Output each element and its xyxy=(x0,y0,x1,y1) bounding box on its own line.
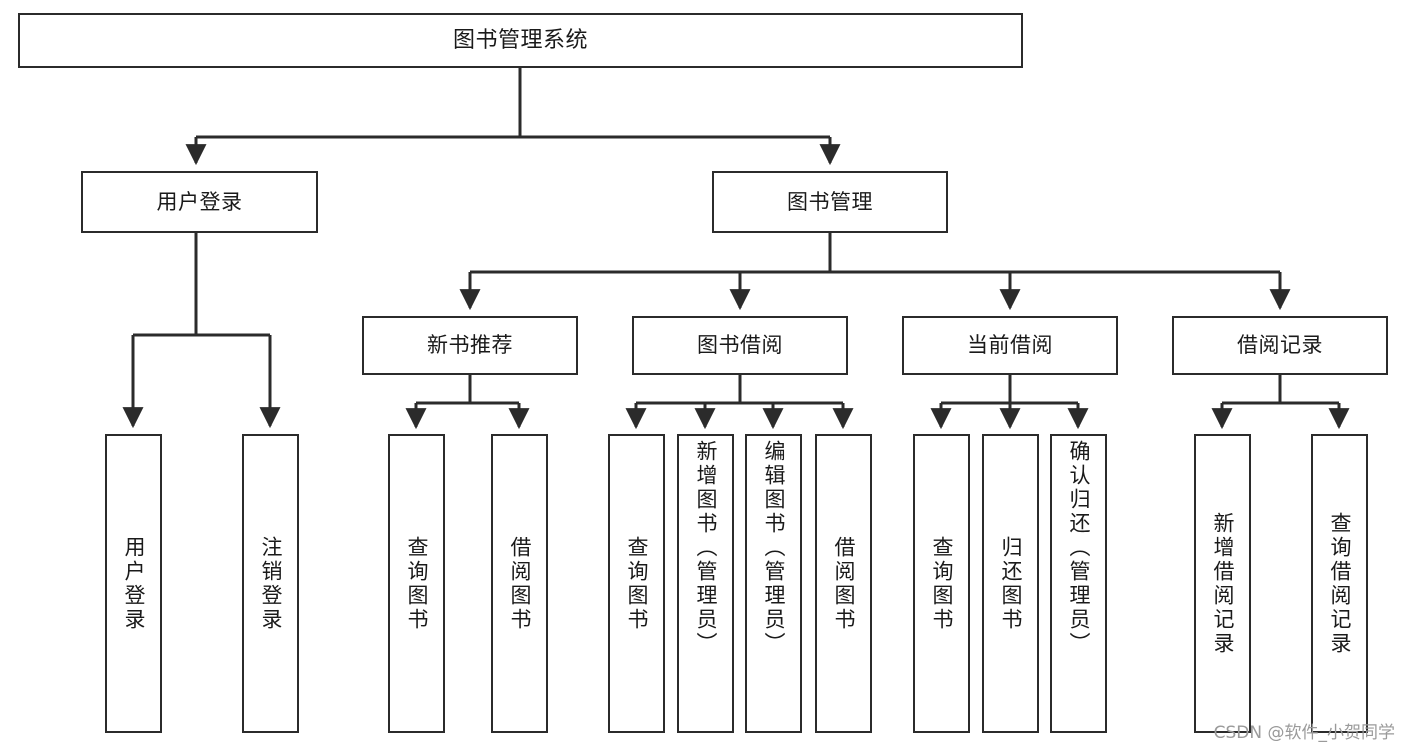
node-leaf-query-book-2-label: 查询图书 xyxy=(625,535,649,632)
node-leaf-confirm-return-label: 确认归还（管理员） xyxy=(1067,440,1091,656)
node-leaf-edit-book[interactable]: 编辑图书（管理员） xyxy=(745,434,802,733)
node-leaf-borrow-book-1[interactable]: 借阅图书 xyxy=(491,434,548,733)
watermark-text: CSDN @软件_小贺同学 xyxy=(1213,723,1395,743)
node-leaf-logout-login[interactable]: 注销登录 xyxy=(242,434,299,733)
node-leaf-borrow-book-2[interactable]: 借阅图书 xyxy=(815,434,872,733)
node-leaf-query-book-3[interactable]: 查询图书 xyxy=(913,434,970,733)
node-leaf-logout-login-label: 注销登录 xyxy=(259,535,283,632)
node-leaf-query-record[interactable]: 查询借阅记录 xyxy=(1311,434,1368,733)
node-user-login-label: 用户登录 xyxy=(156,189,243,214)
node-book-borrow[interactable]: 图书借阅 xyxy=(632,316,848,375)
node-borrow-record[interactable]: 借阅记录 xyxy=(1172,316,1388,375)
node-leaf-query-book-2[interactable]: 查询图书 xyxy=(608,434,665,733)
node-leaf-confirm-return[interactable]: 确认归还（管理员） xyxy=(1050,434,1107,733)
node-book-borrow-label: 图书借阅 xyxy=(697,333,783,357)
node-leaf-borrow-book-1-label: 借阅图书 xyxy=(508,535,532,632)
node-leaf-user-login[interactable]: 用户登录 xyxy=(105,434,162,733)
node-current-borrow-label: 当前借阅 xyxy=(967,333,1053,357)
node-root-label: 图书管理系统 xyxy=(452,27,588,53)
node-current-borrow[interactable]: 当前借阅 xyxy=(902,316,1118,375)
node-leaf-add-book-label: 新增图书（管理员） xyxy=(694,440,718,656)
node-user-login[interactable]: 用户登录 xyxy=(81,171,318,233)
node-leaf-add-book[interactable]: 新增图书（管理员） xyxy=(677,434,734,733)
node-borrow-record-label: 借阅记录 xyxy=(1237,333,1323,357)
node-leaf-add-record-label: 新增借阅记录 xyxy=(1211,511,1235,656)
node-leaf-query-book-1-label: 查询图书 xyxy=(405,535,429,632)
node-root[interactable]: 图书管理系统 xyxy=(18,13,1023,68)
node-leaf-user-login-label: 用户登录 xyxy=(122,535,146,632)
node-book-manage-label: 图书管理 xyxy=(787,189,873,214)
node-leaf-query-record-label: 查询借阅记录 xyxy=(1328,511,1352,656)
node-leaf-return-book[interactable]: 归还图书 xyxy=(982,434,1039,733)
node-leaf-borrow-book-2-label: 借阅图书 xyxy=(832,535,856,632)
node-leaf-return-book-label: 归还图书 xyxy=(999,535,1023,632)
node-leaf-add-record[interactable]: 新增借阅记录 xyxy=(1194,434,1251,733)
node-leaf-query-book-1[interactable]: 查询图书 xyxy=(388,434,445,733)
node-new-book-recommend[interactable]: 新书推荐 xyxy=(362,316,578,375)
node-book-manage[interactable]: 图书管理 xyxy=(712,171,948,233)
node-leaf-edit-book-label: 编辑图书（管理员） xyxy=(762,440,786,656)
node-leaf-query-book-3-label: 查询图书 xyxy=(930,535,954,632)
node-new-book-recommend-label: 新书推荐 xyxy=(427,333,513,357)
